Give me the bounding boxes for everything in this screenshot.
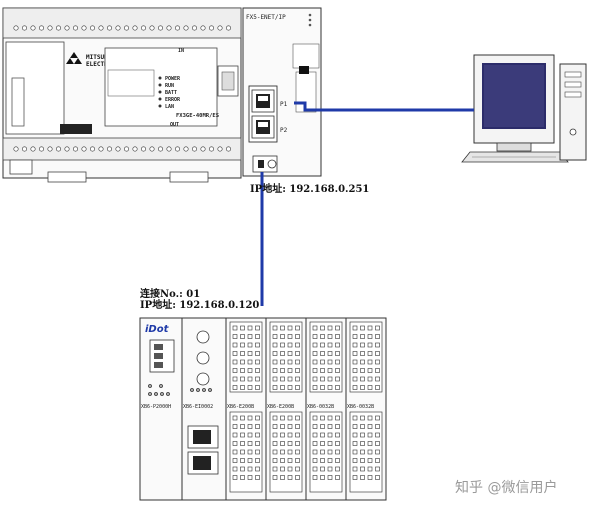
io-module (225, 317, 267, 501)
port-p1-icon (251, 89, 275, 113)
plc-input-label: IN (178, 48, 184, 54)
plc-led-icon (158, 76, 162, 80)
module-title: FX5-ENET/IP (246, 14, 286, 21)
plc-model: FX3GE-40MR/ES (176, 113, 219, 119)
cable-p1-to-pc (294, 101, 474, 112)
plc-brand: MITSUBISHI (86, 54, 123, 61)
remote-ip-label: IP地址: 192.168.0.120 (140, 300, 260, 311)
io-module (305, 317, 347, 501)
plc-led-icon (158, 97, 162, 101)
plc-unit: MITSUBISHI ELECTRIC POWERRUNBATTERRORLAN… (2, 7, 242, 183)
plc-led-label: POWER (165, 76, 181, 82)
port-p2-label: P2 (280, 127, 288, 134)
io-module-label: XB6-EI0002 (183, 404, 213, 410)
plc-brand-2: ELECTRIC (86, 61, 115, 68)
enet-ip-module: FX5-ENET/IP P1 P2 (242, 7, 322, 177)
idot-logo: iDot (145, 324, 170, 335)
port-p2-icon (251, 115, 275, 139)
plc-led-label: BATT (165, 90, 177, 96)
port-p1-label: P1 (280, 101, 288, 108)
remote-port-2-icon (187, 451, 219, 475)
io-module-label: XB6-E200B (267, 404, 294, 410)
io-module-label: XB6-P2000H (141, 404, 171, 410)
watermark: 知乎 @微信用户 (455, 480, 558, 496)
plc-led-icon (158, 90, 162, 94)
plc-led-label: LAN (165, 104, 174, 110)
plc-led-icon (158, 104, 162, 108)
io-module-label: XB6-0032B (307, 404, 334, 410)
mitsubishi-logo-icon (66, 52, 82, 64)
io-module-label: XB6-0032B (347, 404, 374, 410)
connect-no-label: 连接No.: 01 (140, 289, 201, 300)
plc-led-label: RUN (165, 83, 174, 89)
module-ip-label: IP地址: 192.168.0.251 (250, 184, 370, 195)
plc-led-label: ERROR (165, 97, 181, 103)
remote-io-unit: iDot XB6-P2000H XB6-EI0002 XB6-E200B XB6-E2… (139, 317, 387, 501)
plc-led-icon (158, 83, 162, 87)
computer-icon (461, 54, 587, 163)
remote-port-1-icon (187, 425, 219, 449)
io-module (345, 317, 387, 501)
io-module-label: XB6-E200B (227, 404, 254, 410)
plc-output-label: OUT (170, 122, 179, 128)
